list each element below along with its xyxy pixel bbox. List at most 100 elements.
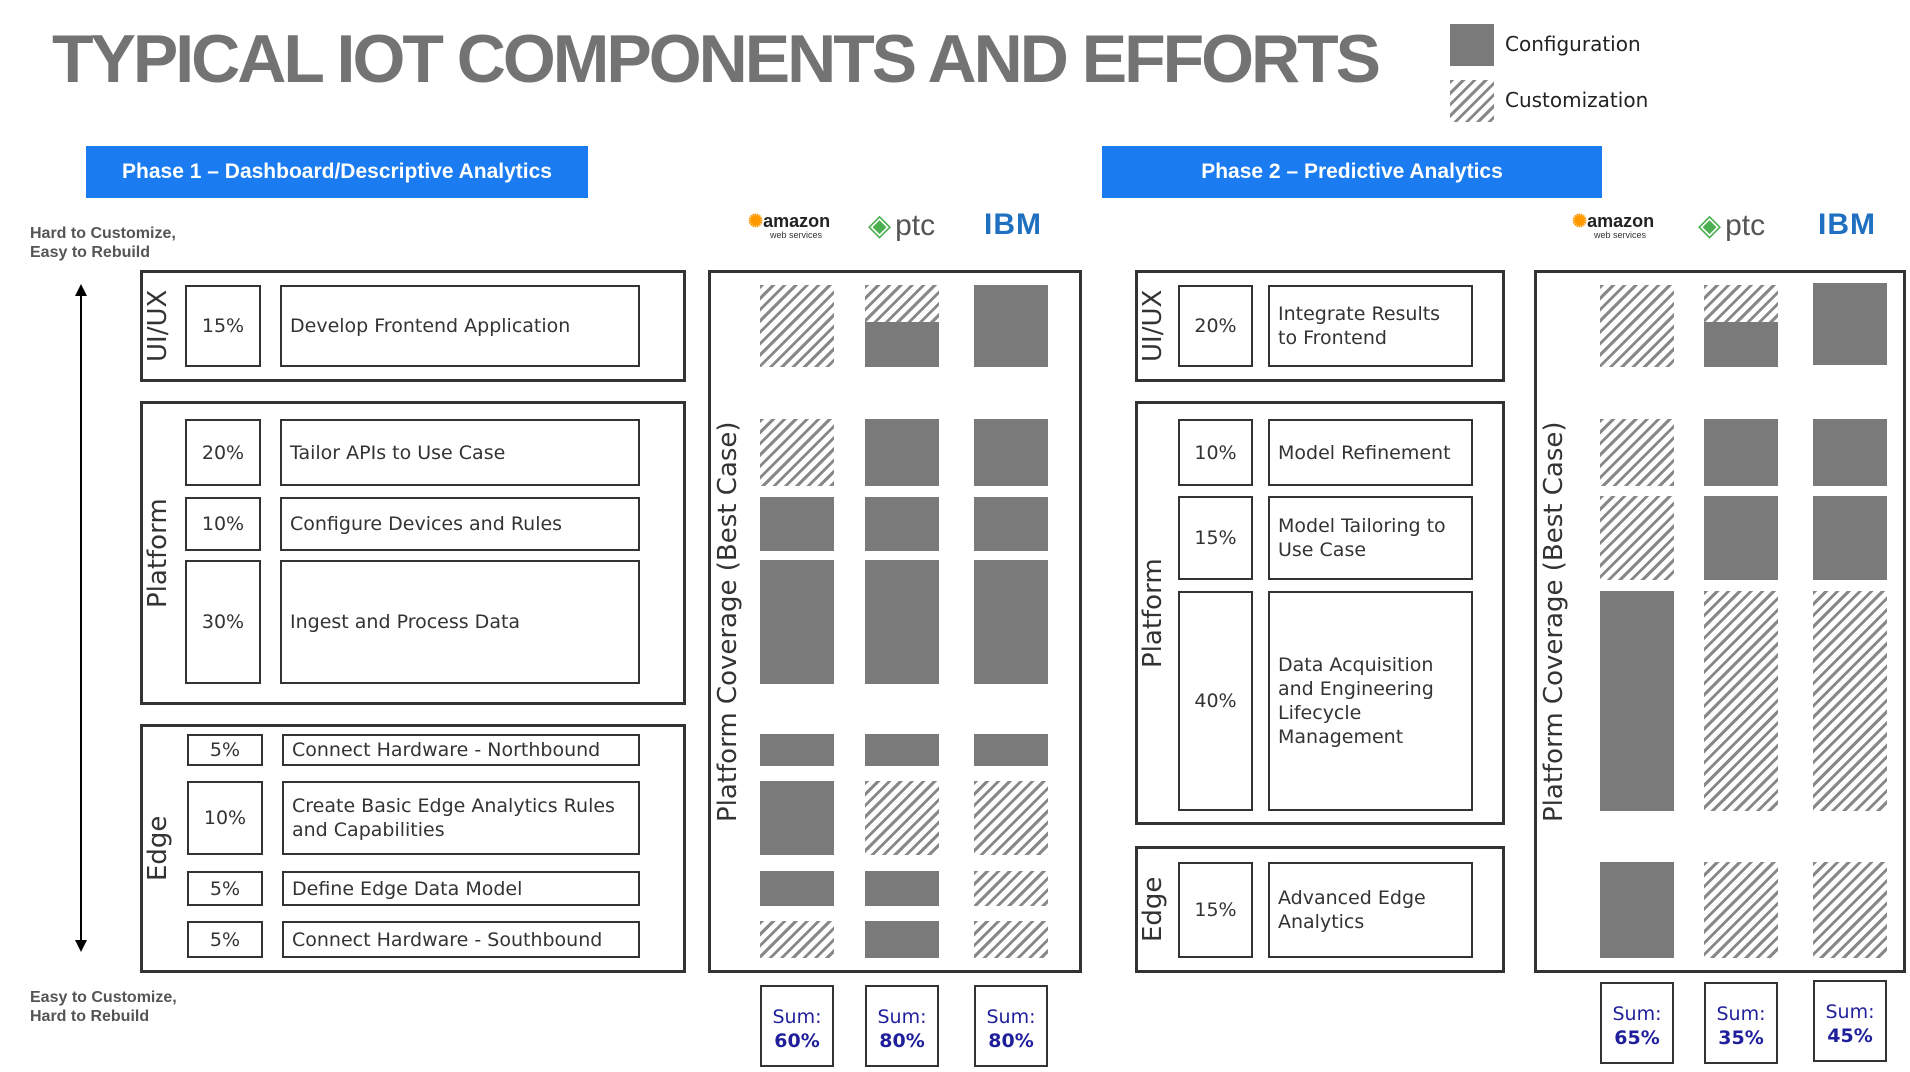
coverage-cell bbox=[760, 285, 834, 367]
phase1-header: Phase 1 – Dashboard/Descriptive Analytic… bbox=[86, 146, 588, 198]
sum-box-ibm: Sum:45% bbox=[1813, 980, 1887, 1062]
task-percent: 15% bbox=[185, 285, 261, 367]
coverage-cell bbox=[1704, 862, 1778, 958]
task-percent: 10% bbox=[1178, 419, 1253, 486]
task-percent: 40% bbox=[1178, 591, 1253, 811]
task-percent: 10% bbox=[187, 781, 263, 855]
task-percent: 5% bbox=[187, 871, 263, 906]
coverage-cell bbox=[974, 497, 1048, 551]
page-title: TYPICAL IOT COMPONENTS AND EFFORTS bbox=[52, 21, 1381, 97]
phase2-coverage-label: Platform Coverage (Best Case) bbox=[1539, 421, 1569, 822]
axis-top-note: Hard to Customize,Easy to Rebuild bbox=[30, 225, 176, 261]
phase2-uiux-label: UI/UX bbox=[1138, 289, 1168, 363]
coverage-cell bbox=[760, 734, 834, 766]
coverage-cell bbox=[760, 560, 834, 684]
coverage-cell bbox=[1813, 862, 1887, 958]
coverage-cell bbox=[865, 734, 939, 766]
coverage-cell bbox=[1704, 322, 1778, 367]
coverage-cell bbox=[1600, 419, 1674, 486]
coverage-cell bbox=[1600, 591, 1674, 811]
ibm-logo: IBM bbox=[984, 208, 1042, 241]
legend-customization-swatch bbox=[1450, 80, 1494, 122]
task-percent: 15% bbox=[1178, 496, 1253, 580]
task-label: Connect Hardware - Southbound bbox=[282, 921, 640, 958]
task-label: Data Acquisition and Engineering Lifecyc… bbox=[1268, 591, 1473, 811]
task-percent: 20% bbox=[185, 419, 261, 486]
coverage-cell bbox=[1813, 419, 1887, 486]
task-label: Tailor APIs to Use Case bbox=[280, 419, 640, 486]
sum-box-ptc: Sum:80% bbox=[865, 985, 939, 1067]
axis-bottom-note: Easy to Customize,Hard to Rebuild bbox=[30, 989, 177, 1025]
sum-box-ptc: Sum:35% bbox=[1704, 982, 1778, 1064]
coverage-cell bbox=[865, 781, 939, 855]
coverage-cell bbox=[865, 285, 939, 322]
ptc-logo: ◈ptc bbox=[868, 208, 936, 243]
coverage-cell bbox=[760, 871, 834, 906]
coverage-cell bbox=[1704, 419, 1778, 486]
task-percent: 30% bbox=[185, 560, 261, 684]
coverage-cell bbox=[1704, 285, 1778, 322]
sum-box-aws: Sum:60% bbox=[760, 985, 834, 1067]
coverage-cell bbox=[974, 871, 1048, 906]
task-label: Integrate Results to Frontend bbox=[1268, 285, 1473, 367]
phase1-coverage-panel bbox=[708, 270, 1082, 973]
task-label: Configure Devices and Rules bbox=[280, 497, 640, 551]
coverage-cell bbox=[974, 781, 1048, 855]
task-label: Create Basic Edge Analytics Rules and Ca… bbox=[282, 781, 640, 855]
coverage-cell bbox=[974, 921, 1048, 958]
task-label: Define Edge Data Model bbox=[282, 871, 640, 906]
task-label: Model Refinement bbox=[1268, 419, 1473, 486]
phase1-edge-label: Edge bbox=[143, 815, 173, 882]
sum-box-aws: Sum:65% bbox=[1600, 982, 1674, 1064]
phase2-edge-group bbox=[1135, 846, 1505, 973]
coverage-cell bbox=[865, 921, 939, 958]
coverage-cell bbox=[865, 497, 939, 551]
coverage-cell bbox=[1813, 591, 1887, 811]
axis-double-arrow bbox=[75, 284, 87, 952]
task-percent: 5% bbox=[187, 734, 263, 766]
coverage-cell bbox=[1704, 591, 1778, 811]
legend-customization-label: Customization bbox=[1505, 88, 1649, 112]
task-label: Ingest and Process Data bbox=[280, 560, 640, 684]
coverage-cell bbox=[760, 921, 834, 958]
coverage-cell bbox=[865, 871, 939, 906]
task-percent: 10% bbox=[185, 497, 261, 551]
coverage-cell bbox=[865, 419, 939, 486]
phase1-platform-group bbox=[140, 401, 686, 705]
phase2-header: Phase 2 – Predictive Analytics bbox=[1102, 146, 1602, 198]
ibm-logo: IBM bbox=[1818, 208, 1876, 241]
phase2-platform-label: Platform bbox=[1138, 558, 1168, 668]
coverage-cell bbox=[865, 322, 939, 367]
coverage-cell bbox=[974, 285, 1048, 367]
phase1-coverage-label: Platform Coverage (Best Case) bbox=[713, 421, 743, 822]
phase1-uiux-group bbox=[140, 270, 686, 382]
task-label: Develop Frontend Application bbox=[280, 285, 640, 367]
coverage-cell bbox=[865, 560, 939, 684]
phase1-edge-group bbox=[140, 724, 686, 973]
legend-configuration-label: Configuration bbox=[1505, 32, 1641, 56]
phase2-platform-group bbox=[1135, 401, 1505, 825]
coverage-cell bbox=[974, 560, 1048, 684]
task-label: Advanced Edge Analytics bbox=[1268, 862, 1473, 958]
sum-box-ibm: Sum:80% bbox=[974, 985, 1048, 1067]
coverage-cell bbox=[1600, 285, 1674, 367]
ptc-logo: ◈ptc bbox=[1698, 208, 1766, 243]
task-percent: 20% bbox=[1178, 285, 1253, 367]
coverage-cell bbox=[760, 419, 834, 486]
coverage-cell bbox=[974, 419, 1048, 486]
coverage-cell bbox=[760, 497, 834, 551]
coverage-cell bbox=[1813, 496, 1887, 580]
coverage-cell bbox=[760, 781, 834, 855]
coverage-cell bbox=[1600, 496, 1674, 580]
phase2-edge-label: Edge bbox=[1138, 876, 1168, 943]
phase2-uiux-group bbox=[1135, 270, 1505, 382]
coverage-cell bbox=[1600, 862, 1674, 958]
task-percent: 5% bbox=[187, 921, 263, 958]
phase2-coverage-panel bbox=[1534, 270, 1906, 973]
legend-configuration-swatch bbox=[1450, 24, 1494, 66]
task-label: Connect Hardware - Northbound bbox=[282, 734, 640, 766]
phase1-uiux-label: UI/UX bbox=[143, 289, 173, 363]
task-percent: 15% bbox=[1178, 862, 1253, 958]
